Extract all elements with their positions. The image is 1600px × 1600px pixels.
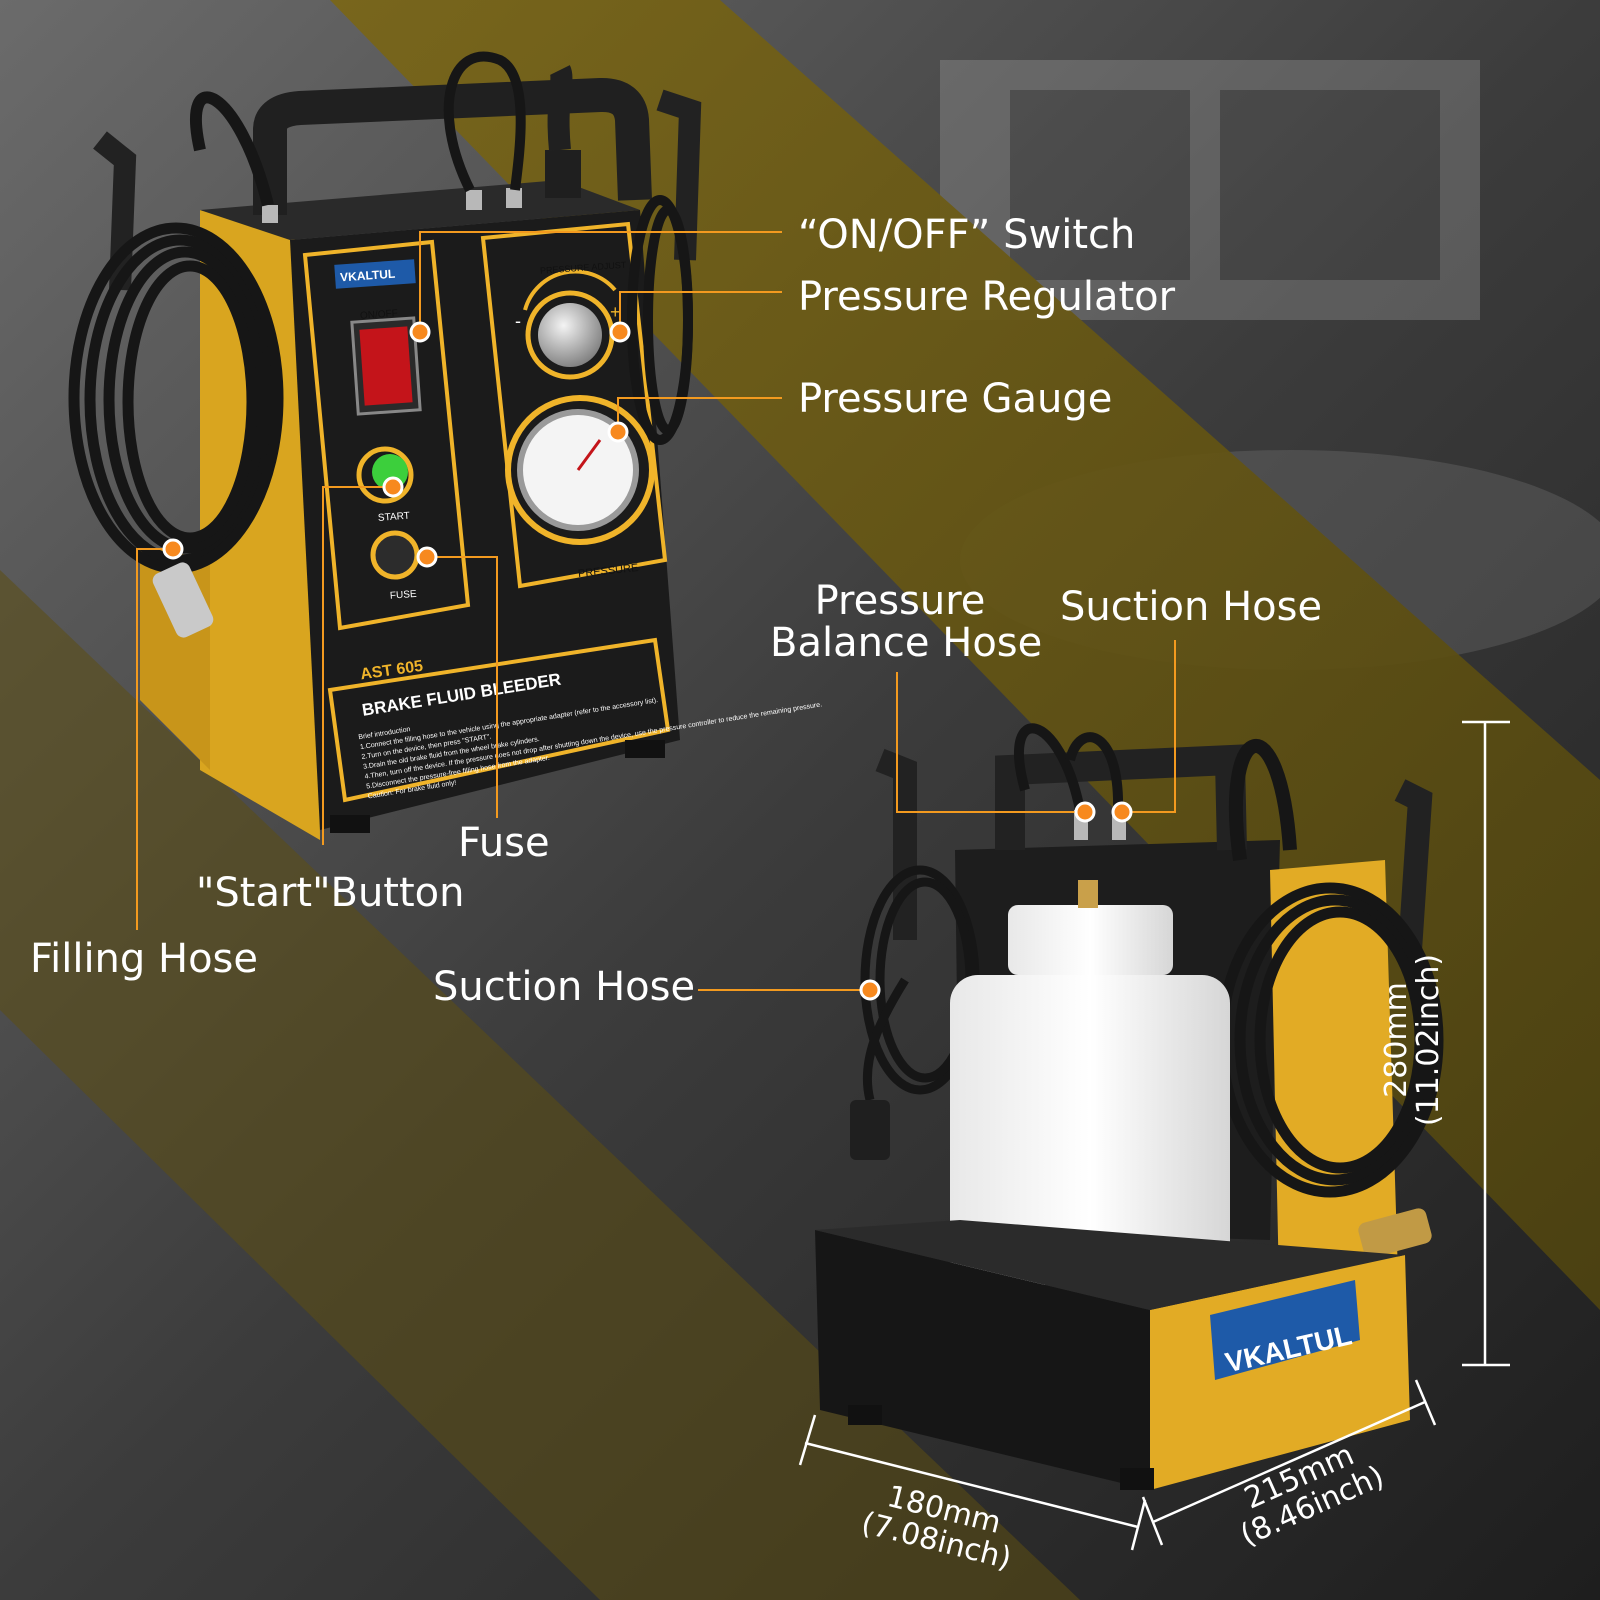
callout-pressure-balance-hose: Pressure Balance Hose xyxy=(770,578,1043,666)
panel-label-minus: - xyxy=(515,311,521,331)
dimension-height: 280mm (11.02inch) xyxy=(1379,930,1446,1150)
callout-filling-hose: Filling Hose xyxy=(30,936,259,982)
callout-fuse: Fuse xyxy=(458,820,550,866)
callout-pressure-gauge: Pressure Gauge xyxy=(798,376,1113,422)
callout-dots xyxy=(162,321,1133,1001)
callout-start-button: "Start"Button xyxy=(196,870,465,916)
callout-pressure-regulator: Pressure Regulator xyxy=(798,274,1176,320)
callout-pressure-balance-line2: Balance Hose xyxy=(770,620,1043,666)
callout-pressure-balance-line1: Pressure xyxy=(814,578,986,624)
panel-label-plus: + xyxy=(610,302,621,322)
panel-label-onoff: ON/OFF xyxy=(360,308,398,322)
callout-suction-hose-left: Suction Hose xyxy=(433,964,696,1010)
bleeder-rear-view: VKALTUL xyxy=(815,723,1444,1490)
bleeder-front-view: VKALTUL ON/OFF START FUSE PRESSURE ADJUS… xyxy=(68,51,823,840)
dimension-lines xyxy=(798,720,1510,1551)
dimension-height-mm: 280mm xyxy=(1379,982,1414,1098)
callout-on-off-switch: “ON/OFF” Switch xyxy=(798,212,1136,258)
callout-suction-hose-right: Suction Hose xyxy=(1060,584,1323,630)
panel-label-start: START xyxy=(378,511,411,524)
panel-label-fuse: FUSE xyxy=(390,589,418,602)
diagonal-band-lower xyxy=(0,570,1080,1600)
dimension-height-inch: (11.02inch) xyxy=(1411,953,1446,1127)
callout-leaders xyxy=(136,231,1176,991)
brand-logo-front: VKALTUL xyxy=(340,267,396,285)
